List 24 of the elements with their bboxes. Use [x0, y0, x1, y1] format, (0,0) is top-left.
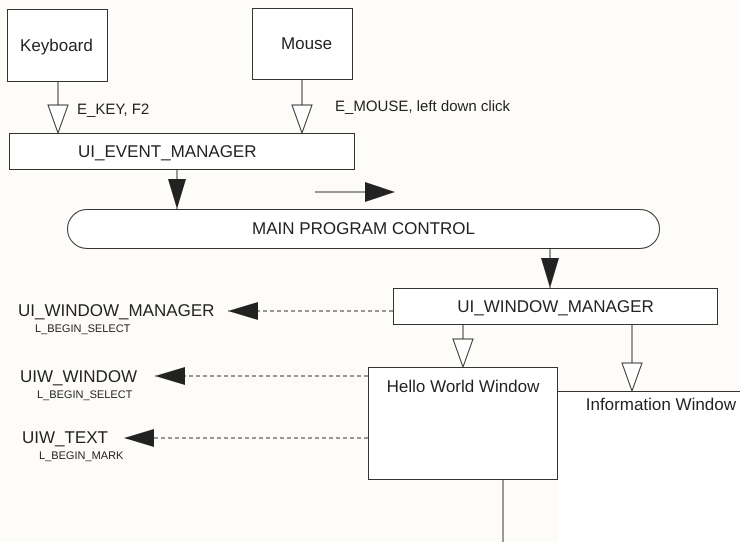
process-box: UI_EVENT_MANAGER: [9, 133, 355, 170]
arrow: [541, 248, 559, 288]
window-box: Information Window: [558, 391, 740, 542]
input-box: Mouse: [252, 8, 353, 80]
edge-label: E_KEY, F2: [77, 101, 150, 119]
message-name: L_BEGIN_SELECT: [35, 322, 130, 336]
process-box: UI_WINDOW_MANAGER: [393, 288, 718, 325]
message-name: L_BEGIN_SELECT: [37, 388, 132, 402]
component-name: UIW_WINDOW: [20, 366, 138, 388]
dashed-arrow: [228, 302, 394, 320]
arrow: [168, 170, 186, 210]
input-box: Keyboard: [7, 9, 108, 82]
dashed-arrow: [124, 429, 368, 447]
edge-label: E_MOUSE, left down click: [335, 98, 510, 116]
message-name: L_BEGIN_MARK: [39, 449, 124, 463]
arrow: [292, 80, 312, 134]
component-name: UIW_TEXT: [22, 427, 108, 449]
component-name: UI_WINDOW_MANAGER: [18, 300, 214, 322]
arrow: [48, 82, 68, 134]
terminal-shape: MAIN PROGRAM CONTROL: [67, 209, 660, 249]
arrow: [452, 324, 474, 368]
dashed-arrow: [154, 367, 368, 385]
arrow: [622, 324, 642, 392]
window-box: Hello World Window: [368, 367, 558, 480]
